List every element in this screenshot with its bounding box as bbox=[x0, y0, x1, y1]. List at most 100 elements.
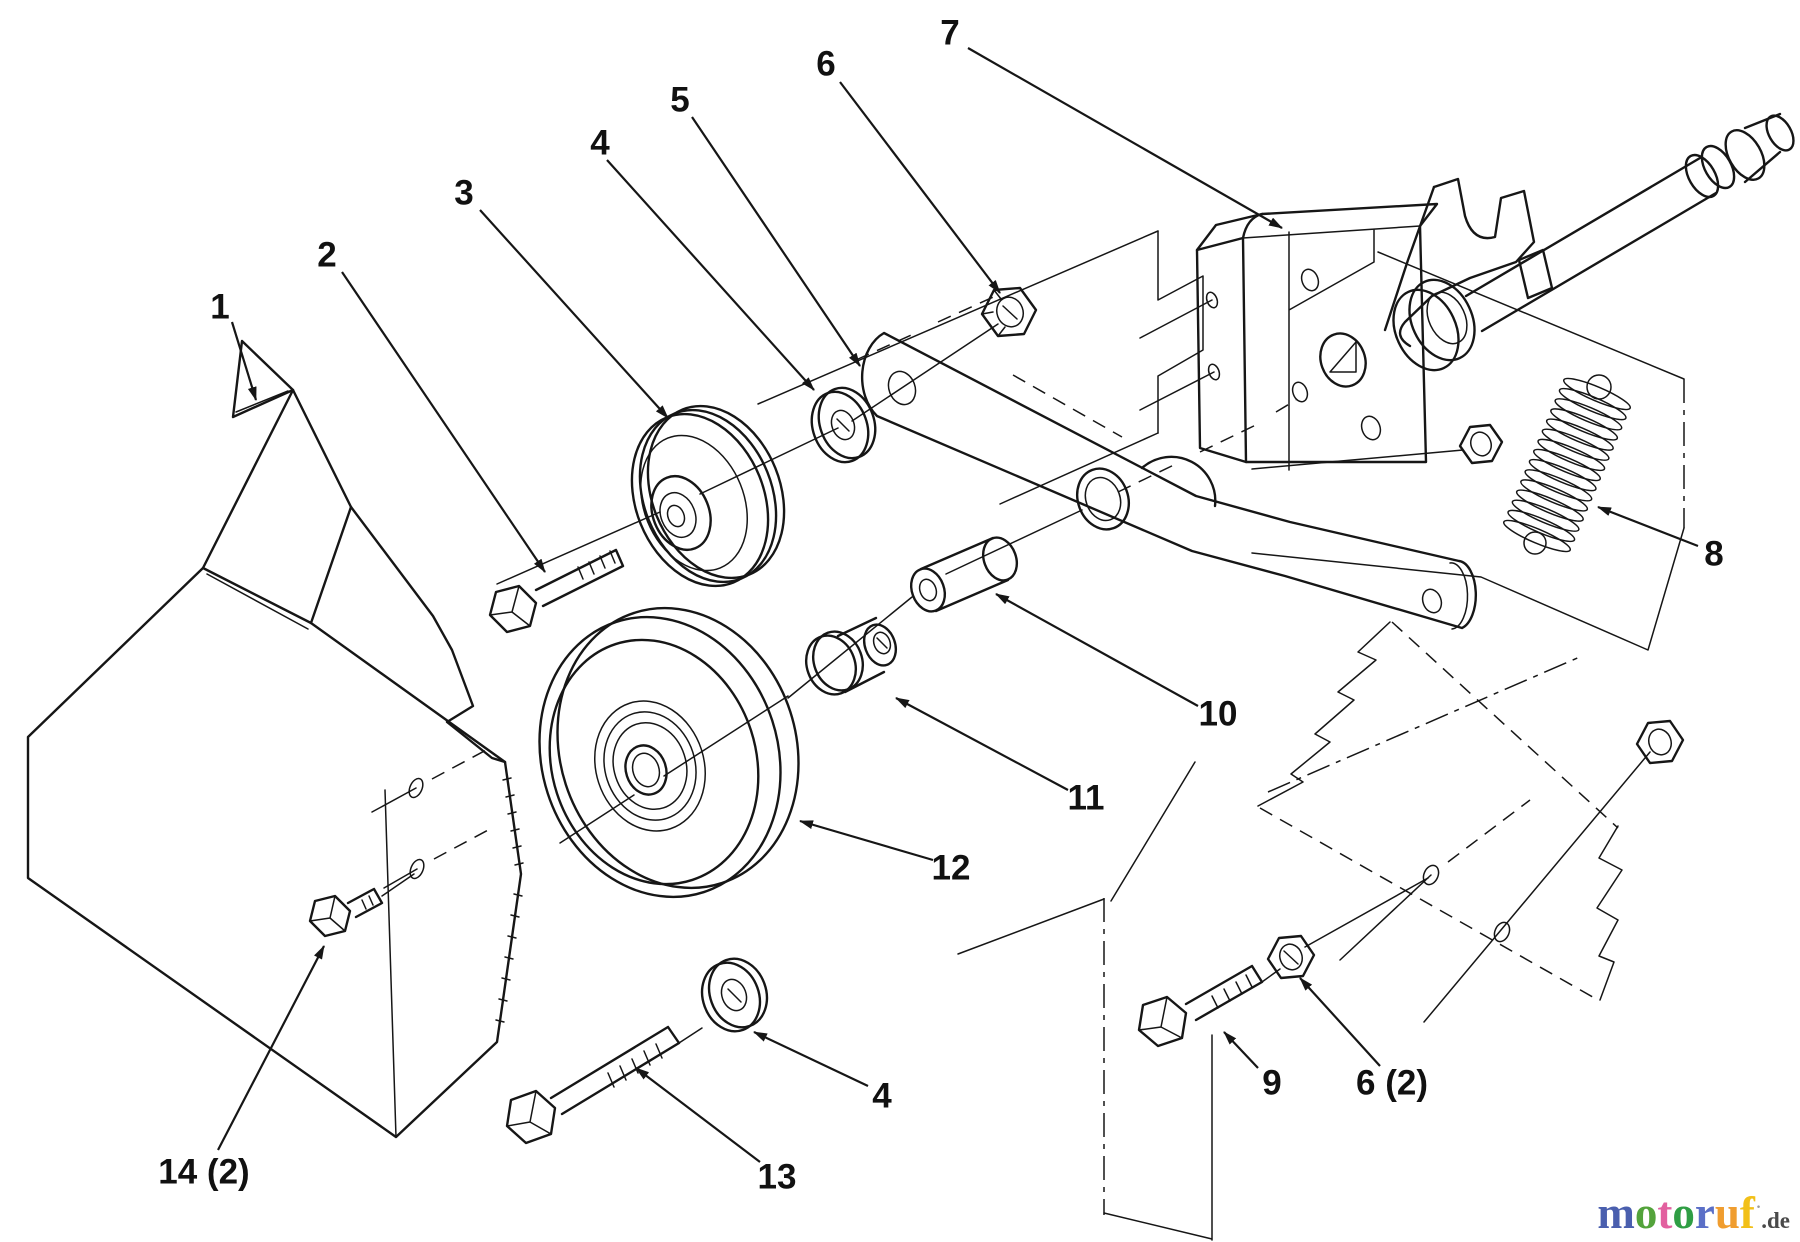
v-idler-pulley-shape bbox=[650, 475, 712, 551]
washer-top-shape bbox=[830, 409, 856, 441]
v-idler-pulley-shape bbox=[639, 434, 749, 572]
bolt-13-shape bbox=[549, 1025, 681, 1116]
callout-leader-6-2 bbox=[1299, 977, 1381, 1067]
pivot-hub-shape bbox=[1426, 291, 1468, 345]
bolt-9 bbox=[1137, 877, 1429, 1048]
callout-label-4-bottom: 4 bbox=[872, 1077, 892, 1116]
pivot-bracket-shape bbox=[1329, 341, 1357, 373]
pivot-bracket-shape bbox=[1319, 332, 1367, 388]
pivot-bracket-shape bbox=[1360, 415, 1382, 441]
spring-coil bbox=[1520, 479, 1589, 512]
callout-leader-10 bbox=[995, 593, 1199, 707]
logo-suffix: .de bbox=[1761, 1208, 1790, 1233]
bolt-2-shape bbox=[489, 585, 531, 627]
nut-right-shape bbox=[1251, 449, 1464, 470]
bolt-13-shape bbox=[506, 1090, 552, 1135]
washer-top-shape bbox=[810, 390, 870, 464]
idler-arm-shape bbox=[860, 331, 1477, 630]
callout-13: 13 bbox=[635, 1067, 796, 1197]
callout-10: 10 bbox=[995, 593, 1238, 734]
washer-top bbox=[810, 386, 877, 464]
pivot-hub-shape bbox=[1408, 278, 1476, 362]
extension-spring bbox=[1502, 374, 1632, 555]
idler-arm-shape bbox=[887, 370, 917, 406]
callout-label-5: 5 bbox=[670, 81, 689, 120]
spring-coil bbox=[1562, 377, 1632, 411]
bolt-13 bbox=[505, 1025, 703, 1145]
bolt-14-shape bbox=[346, 887, 384, 919]
flanged-bushing bbox=[805, 616, 898, 696]
spacer-shape bbox=[918, 578, 938, 602]
bolt-9-shape bbox=[1184, 964, 1264, 1022]
flanged-bushing-shape bbox=[862, 623, 898, 667]
callout-14: 14 (2) bbox=[158, 945, 325, 1192]
callout-11: 11 bbox=[895, 697, 1105, 818]
spring-coil bbox=[1515, 489, 1584, 522]
callout-leader-12 bbox=[799, 819, 934, 862]
callout-label-3: 3 bbox=[454, 174, 473, 213]
belt-cover-panel-shape bbox=[206, 573, 309, 630]
logo-letter-3: o bbox=[1672, 1188, 1695, 1238]
nut-right-shape bbox=[1469, 431, 1493, 457]
spring-coil bbox=[1545, 418, 1614, 451]
belt-cover-panel-shape bbox=[26, 566, 523, 1139]
v-idler-pulley-shape bbox=[659, 491, 697, 539]
callout-leader-3 bbox=[479, 209, 669, 419]
logo-letter-0: m bbox=[1597, 1188, 1635, 1238]
callout-12: 12 bbox=[799, 819, 970, 888]
callout-label-1: 1 bbox=[210, 288, 229, 327]
callout-2: 2 bbox=[317, 236, 546, 573]
nut-right bbox=[1251, 423, 1504, 470]
bolt-13-shape bbox=[607, 1043, 663, 1088]
watermark-logo: motoruf·.de bbox=[1597, 1191, 1790, 1236]
washer-bottom-shape bbox=[720, 978, 748, 1012]
callout-9: 9 bbox=[1223, 1031, 1282, 1103]
pivot-bracket-shape bbox=[1300, 268, 1320, 292]
nut-far-right bbox=[1635, 719, 1685, 765]
nut-6-2 bbox=[1266, 934, 1316, 980]
spring-coil bbox=[1532, 448, 1602, 482]
callout-leader-2 bbox=[341, 271, 546, 573]
flat-idler-pulley-shape bbox=[559, 695, 789, 844]
flat-idler-pulley-shape bbox=[624, 744, 668, 796]
nut-6-2-shape bbox=[1266, 934, 1316, 980]
nut-right-shape bbox=[1458, 423, 1504, 465]
callout-leader-7 bbox=[967, 47, 1283, 229]
logo-letter-2: t bbox=[1657, 1188, 1673, 1238]
broken-plate bbox=[757, 230, 1215, 505]
bolt-2-shape bbox=[577, 550, 616, 580]
spacer bbox=[787, 399, 1297, 699]
callout-3: 3 bbox=[454, 174, 669, 419]
spring-coil bbox=[1502, 519, 1572, 553]
pivot-hub-shape bbox=[1392, 288, 1460, 372]
bolt-14-shape bbox=[361, 873, 415, 910]
broken-plate-shape bbox=[757, 230, 1159, 405]
flanged-bushing-shape bbox=[805, 634, 857, 696]
hatch-ticks bbox=[495, 777, 524, 1023]
pivot-shaft-shape bbox=[1765, 114, 1795, 152]
v-idler-pulley-shape bbox=[646, 404, 786, 580]
frame-sketch-shape bbox=[1257, 621, 1391, 807]
frame-sketch-shape bbox=[1493, 921, 1511, 943]
flanged-bushing-shape bbox=[876, 637, 888, 649]
spacer-shape bbox=[1117, 399, 1297, 493]
bolt-2-shape bbox=[534, 548, 625, 608]
pivot-bracket-shape bbox=[1205, 291, 1219, 309]
panel-holes bbox=[371, 748, 491, 889]
spring-coil bbox=[1558, 387, 1627, 421]
v-idler-pulley-shape bbox=[630, 412, 770, 588]
logo-letter-1: o bbox=[1634, 1188, 1658, 1238]
flanged-bushing-shape bbox=[872, 631, 892, 655]
idler-arm-shape bbox=[1449, 562, 1469, 630]
callout-label-10: 10 bbox=[1199, 695, 1238, 734]
bolt-14-shape bbox=[309, 895, 346, 932]
pivot-bracket-shape bbox=[1291, 381, 1309, 403]
pivot-hub bbox=[1392, 278, 1476, 372]
spring-coil bbox=[1550, 408, 1619, 441]
nut-far-right-shape bbox=[1635, 719, 1685, 765]
washer-top-shape bbox=[817, 386, 877, 460]
bolt-14 bbox=[308, 873, 415, 938]
callout-leader-14 bbox=[217, 945, 325, 1151]
callout-8: 8 bbox=[1597, 505, 1724, 574]
